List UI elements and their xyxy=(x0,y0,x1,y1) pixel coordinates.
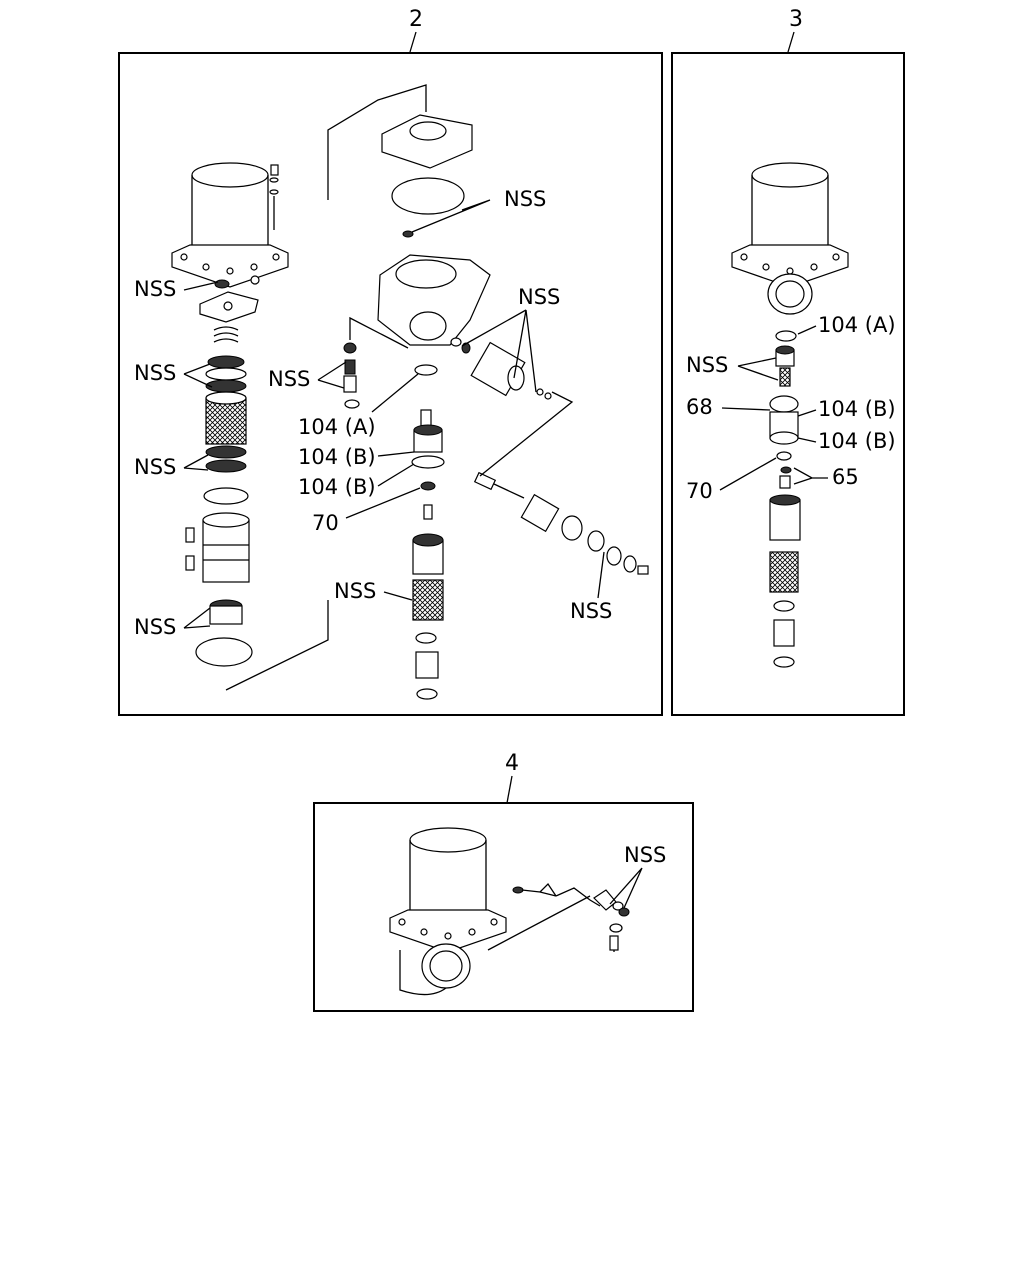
panel-4-number: 4 xyxy=(505,751,519,776)
panel-3-nss: NSS xyxy=(686,353,728,377)
panel-2-nss-lower-right: NSS xyxy=(570,599,612,623)
panel-2-nss-left-3: NSS xyxy=(134,455,176,479)
panel-4-number-leader xyxy=(506,775,513,804)
panel-2-nss-lower-mid: NSS xyxy=(334,579,376,603)
panel-4-frame xyxy=(313,802,694,1012)
panel-3-frame xyxy=(671,52,905,716)
panel-2-ref-104b-2: 104 (B) xyxy=(298,475,376,499)
panel-2-nss-mid: NSS xyxy=(268,367,310,391)
panel-3-ref-104b-1: 104 (B) xyxy=(818,397,896,421)
panel-2-nss-left-1: NSS xyxy=(134,277,176,301)
panel-2-number: 2 xyxy=(409,7,423,32)
panel-4-nss: NSS xyxy=(624,843,666,867)
panel-3-ref-68: 68 xyxy=(686,395,713,419)
panel-3-number: 3 xyxy=(789,7,803,32)
panel-2-nss-left-2: NSS xyxy=(134,361,176,385)
panel-3-drawing xyxy=(731,162,849,668)
panel-2-nss-right: NSS xyxy=(518,285,560,309)
panel-3-ref-104a: 104 (A) xyxy=(818,313,896,337)
panel-2-ref-104a: 104 (A) xyxy=(298,415,376,439)
panel-2-nss-top: NSS xyxy=(504,187,546,211)
panel-4-drawing xyxy=(389,827,630,996)
panel-3-ref-104b-2: 104 (B) xyxy=(818,429,896,453)
panel-2-nss-left-4: NSS xyxy=(134,615,176,639)
panel-3-ref-65: 65 xyxy=(832,465,859,489)
panel-2-ref-104b-1: 104 (B) xyxy=(298,445,376,469)
panel-2-frame xyxy=(118,52,663,716)
panel-2-drawing xyxy=(171,84,649,700)
panel-2-ref-70: 70 xyxy=(312,511,339,535)
panel-2-number-leader xyxy=(409,31,417,53)
panel-3-number-leader xyxy=(787,31,795,53)
panel-3-ref-70: 70 xyxy=(686,479,713,503)
